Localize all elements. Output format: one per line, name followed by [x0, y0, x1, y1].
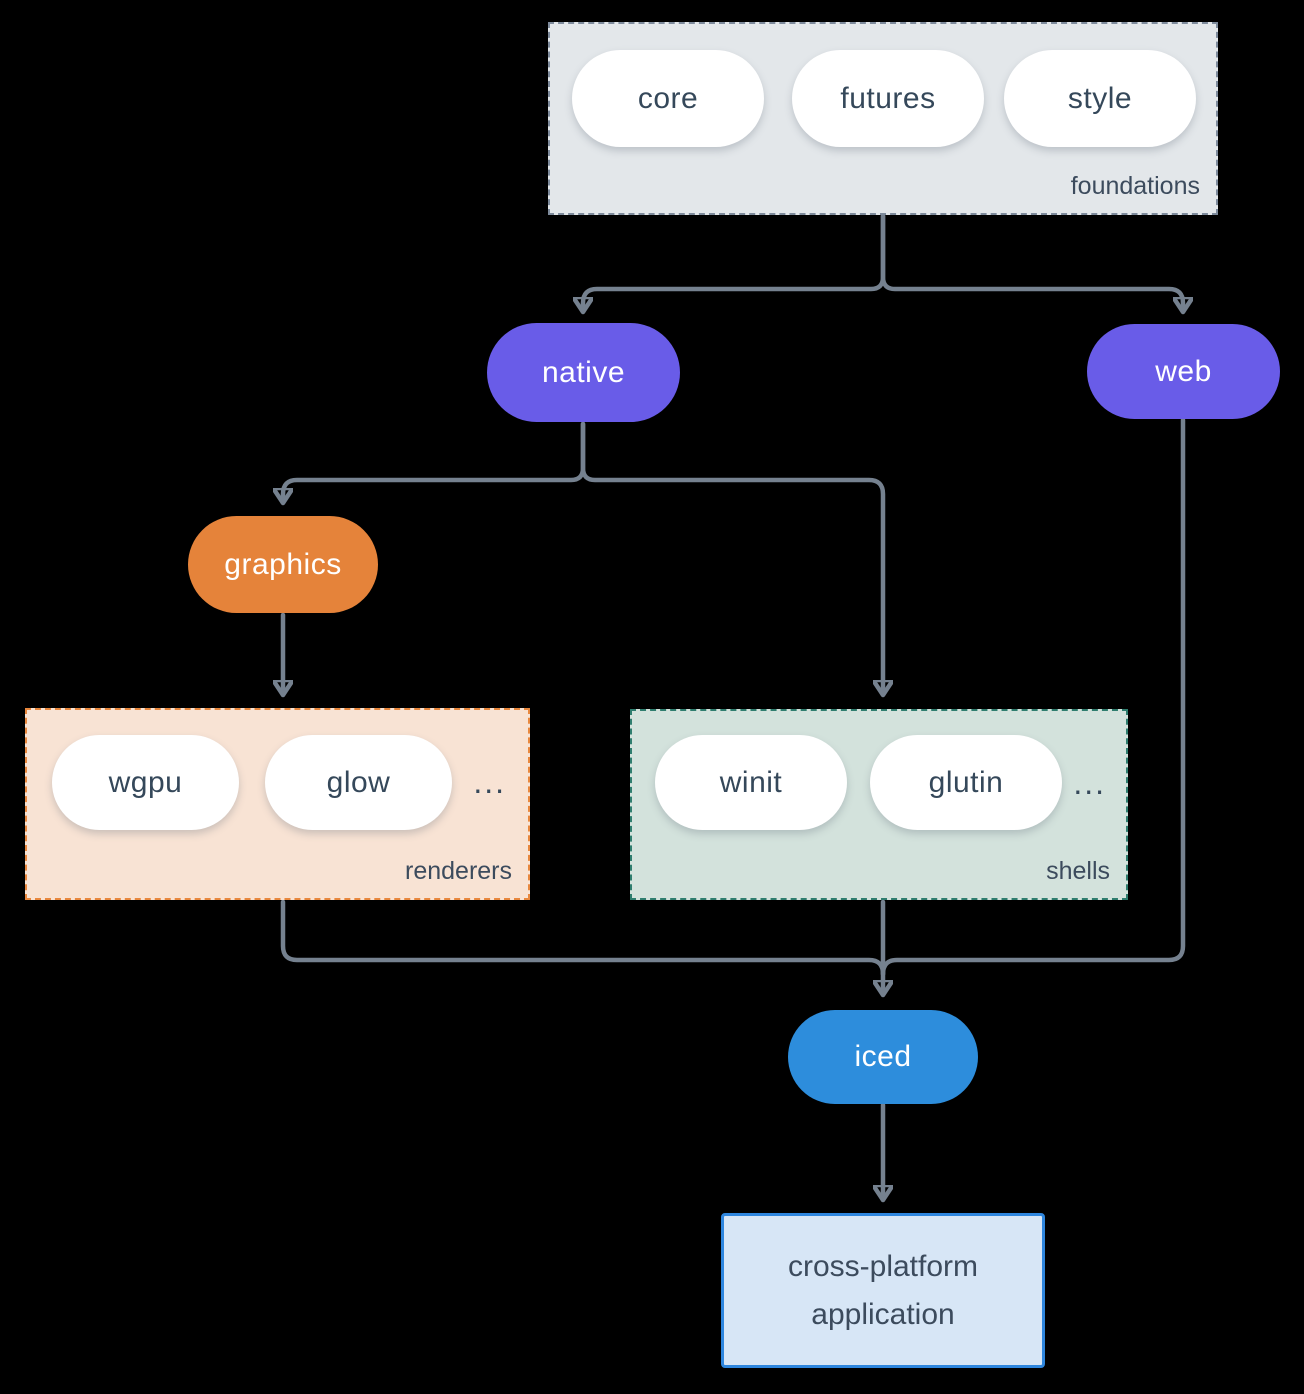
node-graphics: graphics	[188, 516, 378, 613]
foundations-group-label: foundations	[1070, 172, 1200, 200]
renderers-group-label: renderers	[405, 857, 512, 885]
node-winit: winit	[655, 735, 847, 830]
edge-native-graphics	[283, 421, 586, 506]
node-glow-label: glow	[326, 765, 391, 799]
foundations-group: core futures style foundations	[548, 22, 1218, 215]
node-core: core	[572, 50, 764, 147]
node-wgpu-label: wgpu	[108, 765, 183, 799]
application-label-line1: cross-platform	[787, 1249, 979, 1283]
node-style: style	[1004, 50, 1196, 147]
node-native-label: native	[541, 355, 626, 389]
edge-foundations-native	[583, 213, 886, 315]
node-native: native	[487, 323, 680, 422]
node-graphics-label: graphics	[224, 547, 342, 581]
shells-group: winit glutin ... shells	[630, 709, 1128, 900]
node-web: web	[1087, 324, 1280, 419]
shells-ellipsis: ...	[1073, 765, 1106, 801]
node-glow: glow	[265, 735, 452, 830]
node-futures-label: futures	[840, 81, 936, 115]
node-winit-label: winit	[719, 765, 783, 799]
shells-group-label: shells	[1046, 857, 1110, 885]
node-wgpu: wgpu	[52, 735, 239, 830]
node-iced-label: iced	[854, 1040, 912, 1073]
edge-foundations-web	[880, 213, 1183, 315]
edge-native-shells	[580, 421, 883, 698]
renderers-ellipsis: ...	[473, 764, 506, 800]
node-futures: futures	[792, 50, 984, 147]
node-web-label: web	[1155, 354, 1212, 388]
node-iced: iced	[788, 1010, 978, 1104]
node-glutin-label: glutin	[928, 765, 1004, 799]
edge-renderers-iced	[280, 899, 886, 977]
node-style-label: style	[1067, 81, 1133, 115]
node-cross-platform-application: cross-platform application	[721, 1213, 1045, 1368]
node-glutin: glutin	[870, 735, 1062, 830]
node-core-label: core	[637, 81, 699, 115]
renderers-group: wgpu glow ... renderers	[25, 708, 530, 900]
application-label-line2: application	[811, 1297, 955, 1331]
